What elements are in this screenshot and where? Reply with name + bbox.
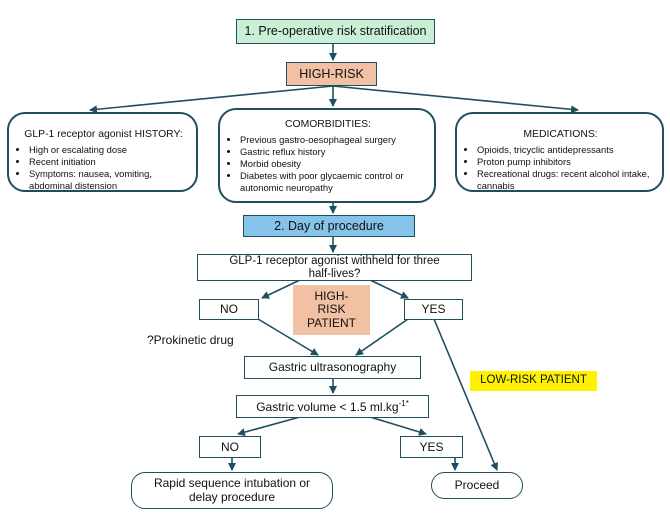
yes-box-1: YES [404,299,463,320]
gastric-volume-label: Gastric volume < 1.5 ml.kg-1* [256,399,409,414]
comorbidities-heading: COMORBIDITIES: [284,119,372,130]
no-label: NO [220,302,238,317]
withheld-question-box: GLP-1 receptor agonist withheld for thre… [197,254,472,281]
high-risk-patient-label: HIGH-RISK PATIENT [307,289,356,330]
comorbidities-box: COMORBIDITIES: Previous gastro-oesophage… [218,108,436,203]
low-risk-patient-label: LOW-RISK PATIENT [480,374,587,387]
history-box: GLP-1 receptor agonist HISTORY: High or … [7,112,198,192]
no-box-2: NO [199,436,261,458]
high-risk-label: HIGH-RISK [299,66,364,81]
history-heading: GLP-1 receptor agonist HISTORY: [24,129,183,140]
withheld-question-label: GLP-1 receptor agonist withheld for thre… [229,254,440,280]
gastric-volume-text: Gastric volume < 1.5 ml.kg [256,399,399,414]
arrow-volume-to-yes [369,416,427,436]
stage2-box: 2. Day of procedure [243,215,415,237]
arrow-withheld-to-yes [369,279,409,299]
rsi-or-delay-label: Rapid sequence intubation or delay proce… [153,475,311,504]
list-item: Recreational drugs: recent alcohol intak… [477,168,654,192]
high-risk-box: HIGH-RISK [286,62,377,86]
yes-box-2: YES [400,436,463,458]
list-item: High or escalating dose [29,144,188,156]
medications-list: Opioids, tricyclic antidepressants Proto… [467,144,654,192]
arrow-withheld-to-no [261,279,301,299]
low-risk-patient-box: LOW-RISK PATIENT [470,371,597,391]
history-list: High or escalating dose Recent initiatio… [19,144,188,192]
yes-label: YES [419,439,444,454]
proceed-label: Proceed [454,478,500,493]
yes-label: YES [421,302,446,317]
gastric-volume-unit-sup: -1* [398,398,409,408]
ultrasonography-box: Gastric ultrasonography [244,356,421,379]
list-item: Proton pump inhibitors [477,156,654,168]
stage2-label: 2. Day of procedure [274,218,384,233]
rsi-or-delay-box: Rapid sequence intubation or delay proce… [131,472,333,509]
arrow-highrisk-to-history [89,85,334,114]
list-item: Previous gastro-oesophageal surgery [240,134,426,146]
stage1-box: 1. Pre-operative risk stratification [236,19,435,44]
gastric-volume-box: Gastric volume < 1.5 ml.kg-1* [236,395,429,418]
arrow-highrisk-to-medications [332,85,579,114]
list-item: Morbid obesity [240,158,426,170]
medications-box: MEDICATIONS: Opioids, tricyclic antidepr… [455,112,664,192]
list-item: Recent initiation [29,156,188,168]
no-label: NO [221,439,239,454]
list-item: Diabetes with poor glycaemic control or … [240,170,426,194]
list-item: Symptoms: nausea, vomiting, abdominal di… [29,168,188,192]
prokinetic-drug-text: ?Prokinetic drug [147,333,234,347]
ultrasonography-label: Gastric ultrasonography [268,360,397,375]
comorbidities-list: Previous gastro-oesophageal surgery Gast… [230,134,426,194]
stage1-label: 1. Pre-operative risk stratification [244,24,427,38]
arrow-yes-to-proceed [433,318,498,471]
arrow-no-to-ultrasound [257,318,319,356]
medications-heading: MEDICATIONS: [523,129,598,140]
no-box-1: NO [199,299,259,320]
arrow-yes-to-ultrasound [355,318,409,356]
high-risk-patient-box: HIGH-RISK PATIENT [293,285,370,335]
list-item: Gastric reflux history [240,146,426,158]
list-item: Opioids, tricyclic antidepressants [477,144,654,156]
arrow-volume-to-no [237,416,301,437]
proceed-box: Proceed [431,472,523,499]
